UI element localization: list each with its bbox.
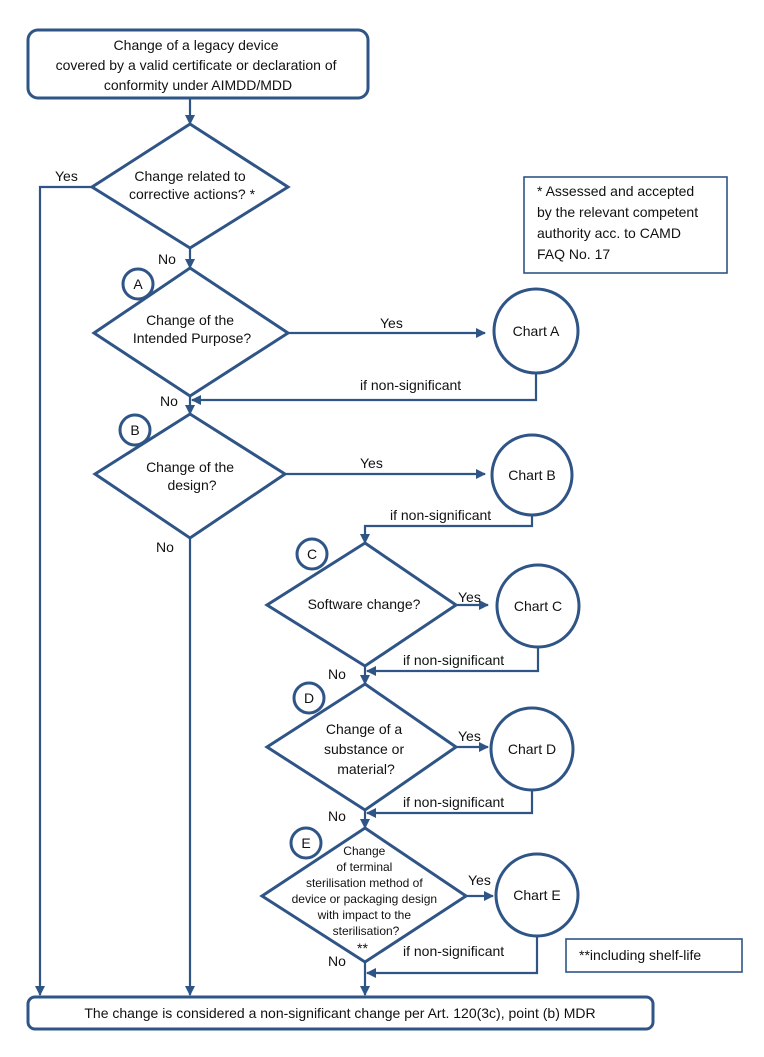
arrow-chartC-return	[366, 647, 540, 676]
chart-a-node[interactable]	[492, 287, 580, 375]
marker-e-label: E	[301, 835, 310, 851]
connectors	[35, 98, 540, 996]
qB-no-label: No	[156, 539, 174, 555]
chart-b-node[interactable]	[490, 433, 574, 517]
shelf-life-note-box	[565, 938, 743, 973]
qE-yes-label: Yes	[468, 872, 491, 888]
shelf-life-note-text: **including shelf-life	[579, 947, 701, 963]
marker-a	[121, 267, 155, 301]
qD-no-label: No	[328, 808, 346, 824]
qE-footnote-mark: **	[357, 940, 368, 956]
decision-substance-material	[264, 682, 459, 812]
marker-a-label: A	[133, 276, 143, 292]
start-text: Change of a legacy device covered by a v…	[56, 37, 341, 93]
q0-no-label: No	[158, 251, 176, 267]
decision-software-change-text: Software change?	[308, 596, 421, 612]
qE-no-label: No	[328, 953, 346, 969]
footnote-box	[523, 176, 728, 274]
decision-design	[92, 412, 288, 540]
decision-intended-purpose-text: Change of the Intended Purpose?	[133, 312, 252, 346]
marker-d	[292, 681, 326, 715]
marker-b	[118, 413, 152, 447]
arrow-chartD-return	[366, 790, 534, 818]
qC-yes-label: Yes	[458, 589, 481, 605]
marker-c	[295, 537, 329, 571]
start-box	[26, 28, 370, 100]
decision-corrective-actions	[89, 122, 291, 250]
qA-return-label: if non-significant	[360, 377, 461, 393]
arrow-chartB-return	[360, 514, 534, 544]
chart-d-label: Chart D	[508, 741, 556, 757]
marker-c-label: C	[307, 546, 317, 562]
qC-no-label: No	[328, 666, 346, 682]
chart-c-node[interactable]	[495, 563, 581, 649]
chart-d-node[interactable]	[489, 706, 575, 792]
decision-software-change	[264, 541, 459, 668]
qD-return-label: if non-significant	[403, 794, 504, 810]
decision-design-text: Change of the design?	[146, 459, 238, 493]
decision-corrective-actions-text: Change related to corrective actions? *	[129, 168, 256, 202]
arrow-chartA-return	[191, 372, 538, 405]
decision-substance-material-text: Change of a substance or material?	[324, 721, 408, 777]
end-text: The change is considered a non-significa…	[84, 1005, 595, 1021]
decision-intended-purpose	[91, 266, 291, 398]
qA-no-label: No	[160, 393, 178, 409]
qB-return-label: if non-significant	[390, 507, 491, 523]
chart-b-label: Chart B	[508, 467, 555, 483]
marker-e	[289, 826, 323, 860]
decision-sterilisation-text: Change of terminal sterilisation method …	[292, 844, 441, 938]
end-box	[26, 995, 655, 1031]
chart-e-label: Chart E	[513, 887, 560, 903]
arrow-chartE-return	[366, 935, 539, 978]
q0-yes-label: Yes	[55, 168, 78, 184]
qE-return-label: if non-significant	[403, 943, 504, 959]
chart-a-label: Chart A	[513, 323, 560, 339]
marker-d-label: D	[304, 690, 314, 706]
qA-yes-label: Yes	[380, 315, 403, 331]
decision-sterilisation	[259, 826, 469, 964]
qB-yes-label: Yes	[360, 455, 383, 471]
chart-e-node[interactable]	[494, 852, 580, 938]
footnote-text: * Assessed and accepted by the relevant …	[537, 183, 702, 262]
chart-c-label: Chart C	[514, 598, 562, 614]
arrow-q0-yes-to-end	[35, 185, 122, 996]
qD-yes-label: Yes	[458, 728, 481, 744]
qC-return-label: if non-significant	[403, 652, 504, 668]
marker-b-label: B	[130, 422, 139, 438]
